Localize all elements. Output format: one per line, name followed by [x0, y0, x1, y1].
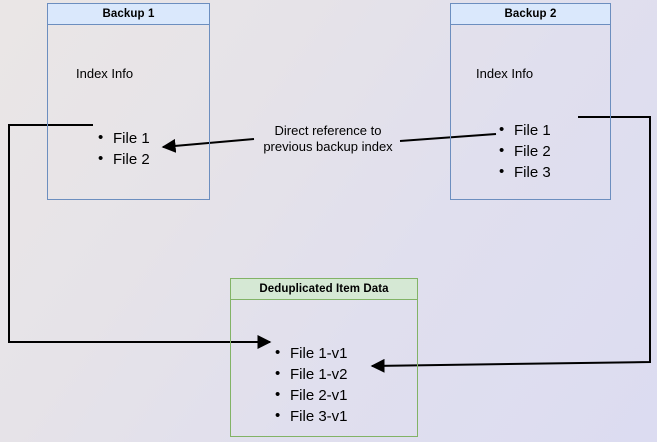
node-deduplicated-item-data-body: File 1-v1 File 1-v2 File 2-v1 File 3-v1	[231, 300, 417, 436]
list-item: File 1	[499, 119, 551, 141]
list-item: File 3	[499, 161, 551, 183]
list-item: File 3-v1	[275, 405, 348, 427]
node-backup-1-caption: Index Info	[76, 66, 134, 81]
node-backup-2-file-list: File 1 File 2 File 3	[499, 119, 551, 183]
node-deduplicated-item-data[interactable]: Deduplicated Item Data File 1-v1 File 1-…	[230, 278, 418, 437]
node-deduplicated-item-data-header: Deduplicated Item Data	[231, 279, 417, 300]
node-backup-1-file-list: File 1 File 2	[98, 127, 150, 170]
node-backup-1[interactable]: Backup 1 Index Info File 1 File 2	[47, 3, 210, 200]
edge-label-direct-reference: Direct reference to previous backup inde…	[263, 123, 393, 154]
node-backup-2[interactable]: Backup 2 Index Info File 1 File 2 File 3	[450, 3, 611, 200]
node-backup-2-body: Index Info File 1 File 2 File 3	[451, 25, 610, 199]
list-item: File 1-v2	[275, 363, 348, 385]
list-item: File 2	[98, 148, 150, 170]
node-backup-2-caption: Index Info	[476, 66, 534, 81]
node-backup-1-body: Index Info File 1 File 2	[48, 25, 209, 199]
list-item: File 2-v1	[275, 384, 348, 406]
node-deduplicated-item-data-file-list: File 1-v1 File 1-v2 File 2-v1 File 3-v1	[275, 342, 348, 427]
node-backup-2-header: Backup 2	[451, 4, 610, 25]
list-item: File 1	[98, 127, 150, 149]
list-item: File 1-v1	[275, 342, 348, 364]
list-item: File 2	[499, 140, 551, 162]
node-backup-1-header: Backup 1	[48, 4, 209, 25]
